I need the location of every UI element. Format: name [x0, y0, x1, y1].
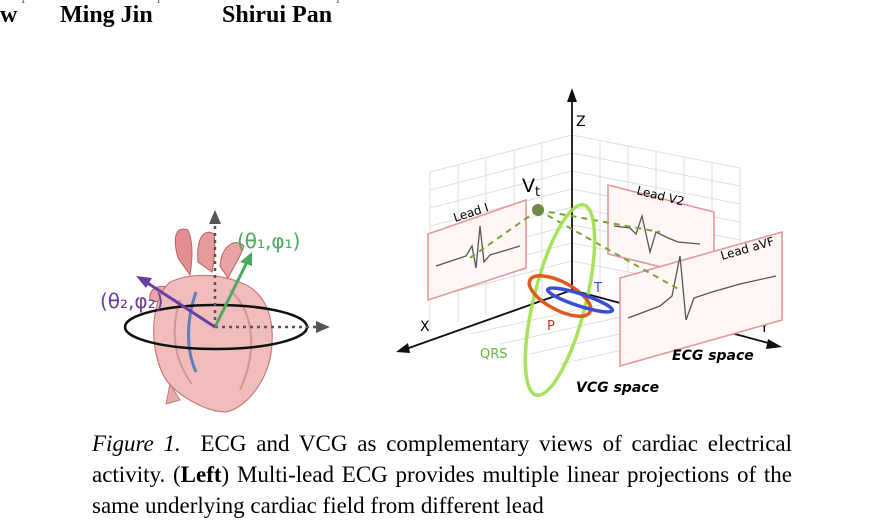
vt-label: Vt [522, 175, 540, 200]
arrowhead-up-icon [209, 210, 221, 224]
theta1-label: (θ₁,φ₁) [237, 229, 300, 253]
x-axis-label: X [420, 319, 430, 335]
x-arrowhead-icon [396, 343, 410, 353]
theta2-arrowhead-icon [136, 276, 152, 288]
t-label: T [593, 281, 602, 296]
t-loop [545, 286, 615, 314]
y-axis-label: Y [759, 320, 769, 336]
author-3: Shirui Pan1 * [222, 0, 349, 28]
theta2-label: (θ₂,φ₂) [100, 289, 163, 313]
caption-left-bold: Left [180, 462, 222, 487]
p-label: P [547, 319, 555, 334]
arrowhead-right-icon [316, 321, 330, 333]
vcg-space-label: VCG space [576, 380, 659, 396]
p-loop [527, 274, 593, 318]
theta1-arrow [213, 261, 249, 328]
z-arrowhead-icon [567, 88, 577, 102]
author-1: w1 [0, 0, 26, 28]
figure-canvas: (θ₁,φ₁) (θ₂,φ₂) Z X Y Lead I Lead V2 Lea… [100, 88, 783, 413]
qrs-label: QRS [480, 347, 508, 362]
y-arrowhead-icon [766, 339, 782, 349]
theta2-arrow [145, 280, 216, 329]
author-2: Ming Jin1 * [60, 0, 170, 28]
lead-i-panel: Lead I [427, 198, 527, 302]
theta1-arrowhead-icon [240, 252, 252, 266]
caption-text-1: ECG and VCG as complementary views of ca… [92, 431, 793, 487]
heart-illustration [149, 228, 273, 413]
z-axis-label: Z [576, 114, 586, 130]
figure-caption: Figure 1. ECG and VCG as complementary v… [92, 428, 792, 521]
ecg-space-label: ECG space [672, 348, 754, 364]
vt-point [532, 204, 544, 216]
x-axis [405, 289, 573, 350]
lead-avf-panel: Lead aVF [619, 230, 783, 368]
figure-number: Figure 1. [92, 431, 181, 456]
